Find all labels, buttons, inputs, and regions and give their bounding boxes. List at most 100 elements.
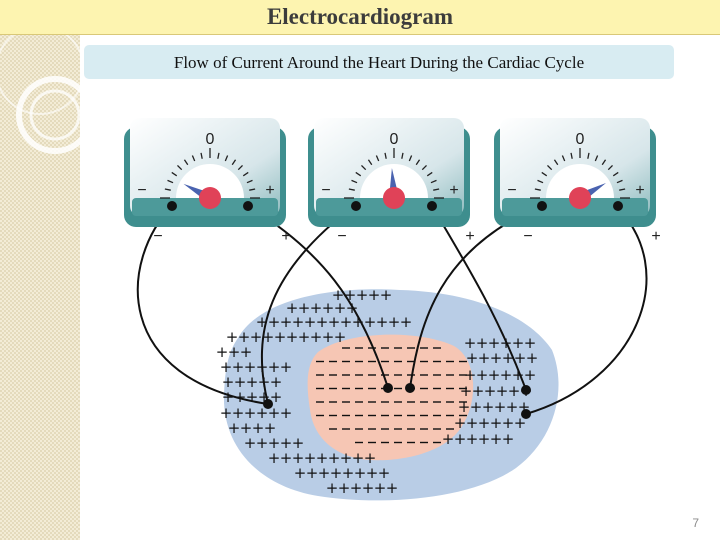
plus-sign: + bbox=[326, 479, 339, 497]
plus-sign: + bbox=[524, 334, 537, 352]
dial-tick bbox=[167, 179, 174, 184]
plus-sign: + bbox=[340, 449, 353, 467]
plus-sign: + bbox=[228, 343, 241, 361]
dial-tick bbox=[612, 171, 619, 177]
dial-tick bbox=[587, 152, 590, 159]
plus-sign: + bbox=[268, 358, 281, 376]
dial-tick bbox=[237, 165, 243, 171]
dial-plus-label: + bbox=[635, 182, 644, 199]
plus-sign: + bbox=[316, 313, 329, 331]
minus-signs bbox=[316, 347, 467, 444]
plus-sign: + bbox=[286, 299, 299, 317]
plus-sign: + bbox=[220, 358, 233, 376]
dial-tick bbox=[616, 179, 623, 184]
plus-sign: + bbox=[464, 366, 477, 384]
galvanometer-1: 0−+−+ bbox=[124, 118, 291, 245]
plus-sign: + bbox=[340, 313, 353, 331]
galvanometer-3: 0−+−+ bbox=[494, 118, 661, 245]
plus-sign: + bbox=[454, 414, 467, 432]
dial-tick bbox=[348, 188, 355, 191]
plus-sign: + bbox=[264, 419, 277, 437]
needle-pivot bbox=[199, 187, 221, 209]
plus-sign: + bbox=[364, 449, 377, 467]
electrode-wire bbox=[431, 205, 527, 391]
plus-sign: + bbox=[238, 328, 251, 346]
electrode-contact bbox=[405, 383, 415, 393]
page-number: 7 bbox=[692, 516, 699, 530]
plus-sign: + bbox=[478, 430, 491, 448]
plus-sign: + bbox=[322, 299, 335, 317]
plus-sign: + bbox=[460, 382, 473, 400]
plus-sign: + bbox=[234, 373, 247, 391]
dial-tick bbox=[171, 171, 178, 177]
galvanometer-2: 0−+−+ bbox=[308, 118, 475, 245]
electrode-wire bbox=[525, 205, 648, 415]
plus-sign: + bbox=[304, 313, 317, 331]
plus-sign: + bbox=[298, 299, 311, 317]
plus-sign: + bbox=[268, 434, 281, 452]
slide-subtitle: Flow of Current Around the Heart During … bbox=[84, 45, 674, 79]
dial-tick bbox=[553, 159, 559, 166]
dial-zero-label: 0 bbox=[390, 131, 399, 148]
plus-sign: + bbox=[506, 398, 519, 416]
terminal-minus-label: − bbox=[153, 228, 162, 245]
electrodes bbox=[263, 383, 531, 419]
plus-sign: + bbox=[524, 366, 537, 384]
plus-sign: + bbox=[270, 373, 283, 391]
plus-sign: + bbox=[490, 414, 503, 432]
plus-sign: + bbox=[240, 343, 253, 361]
dial-tick bbox=[351, 179, 358, 184]
plus-sign: + bbox=[514, 414, 527, 432]
dial-tick bbox=[242, 171, 249, 177]
plus-sign: + bbox=[268, 313, 281, 331]
dial-tick bbox=[415, 159, 421, 166]
plus-sign: + bbox=[526, 349, 539, 367]
plus-sign: + bbox=[228, 419, 241, 437]
plus-sign: + bbox=[268, 449, 281, 467]
dial-tick bbox=[607, 165, 613, 171]
plus-sign: + bbox=[294, 464, 307, 482]
plus-sign: + bbox=[352, 449, 365, 467]
plus-sign: + bbox=[292, 434, 305, 452]
plus-sign: + bbox=[350, 479, 363, 497]
dial-tick bbox=[361, 165, 367, 171]
dial-tick bbox=[217, 152, 220, 159]
plus-sign: + bbox=[488, 366, 501, 384]
plus-signs: ++++++++++++++++++++++++++++++++++++++++… bbox=[216, 286, 539, 497]
plus-sign: + bbox=[342, 464, 355, 482]
plus-sign: + bbox=[246, 373, 259, 391]
plus-sign: + bbox=[234, 388, 247, 406]
plus-sign: + bbox=[466, 414, 479, 432]
dial-minus-label: − bbox=[137, 182, 146, 199]
plus-sign: + bbox=[508, 382, 521, 400]
dial-tick bbox=[601, 159, 607, 166]
plus-sign: + bbox=[500, 366, 513, 384]
electrode-contact bbox=[383, 383, 393, 393]
plus-sign: + bbox=[286, 328, 299, 346]
dial-tick bbox=[355, 171, 362, 177]
dial-tick bbox=[541, 171, 548, 177]
plus-sign: + bbox=[270, 388, 283, 406]
plus-sign: + bbox=[280, 404, 293, 422]
dial-tick bbox=[426, 171, 433, 177]
terminal-negative bbox=[351, 201, 361, 211]
dial-tick bbox=[191, 155, 196, 162]
plus-sign: + bbox=[252, 419, 265, 437]
dial-tick bbox=[570, 152, 573, 159]
dial-tick bbox=[164, 188, 171, 191]
dial-tick bbox=[421, 165, 427, 171]
plus-sign: + bbox=[356, 286, 369, 304]
plus-sign: + bbox=[240, 419, 253, 437]
plus-sign: + bbox=[368, 286, 381, 304]
dial-tick bbox=[177, 165, 183, 171]
plus-sign: + bbox=[280, 358, 293, 376]
plus-sign: + bbox=[226, 328, 239, 346]
plus-sign: + bbox=[376, 313, 389, 331]
dial-tick bbox=[224, 155, 229, 162]
plus-sign: + bbox=[490, 430, 503, 448]
dial-tick bbox=[249, 188, 256, 191]
plus-sign: + bbox=[374, 479, 387, 497]
plus-sign: + bbox=[244, 434, 257, 452]
dial-tick bbox=[401, 152, 404, 159]
